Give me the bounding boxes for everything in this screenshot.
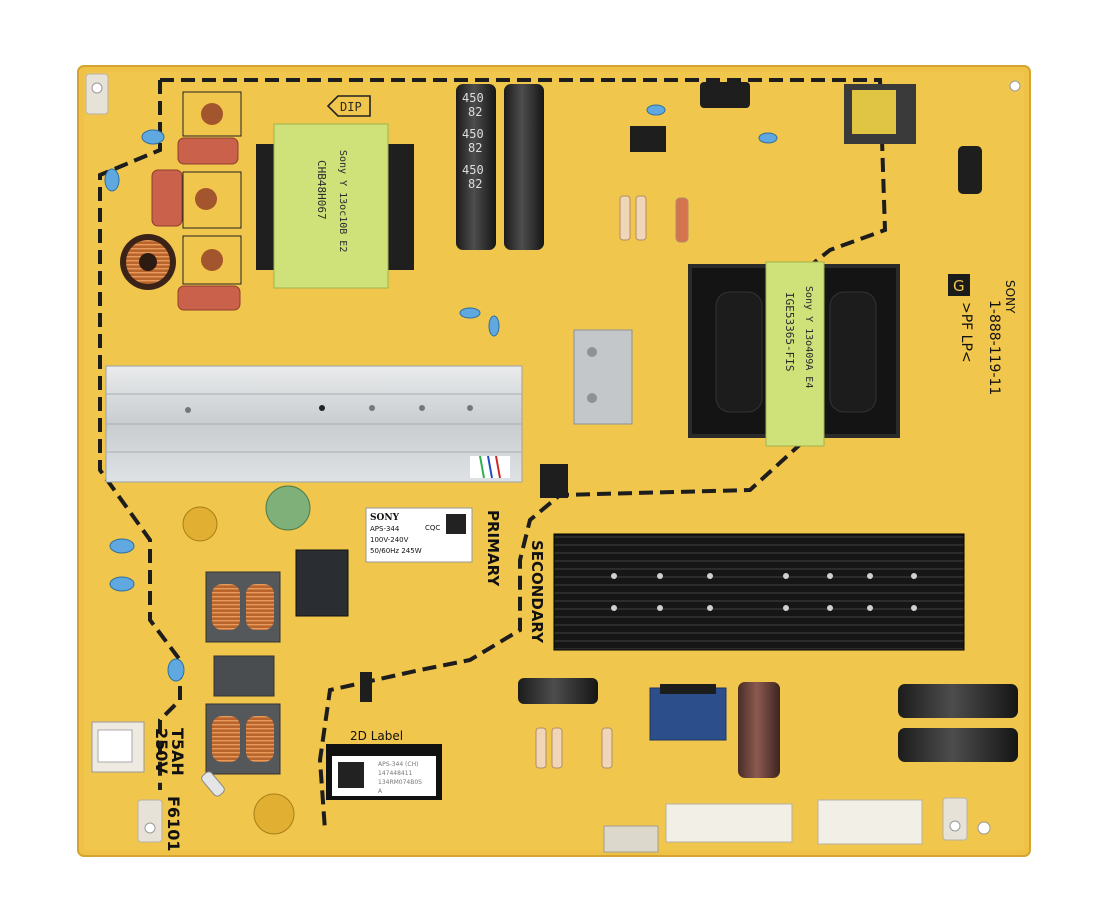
fuse-rating-line1: T5AH — [168, 728, 187, 776]
id-label: 2D Label APS-344 (CH) 147448411 134RM074… — [326, 729, 442, 800]
svg-text:APS-344 (CH): APS-344 (CH) — [378, 761, 418, 768]
dip-marking: DIP — [326, 95, 371, 117]
thermistor — [182, 485, 311, 835]
svg-text:G: G — [953, 277, 965, 295]
board-part-number: SONY G 1-888-119-11 >PF LP< — [948, 274, 1017, 395]
svg-text:50/60Hz 245W: 50/60Hz 245W — [370, 547, 422, 555]
svg-text:APS-344: APS-344 — [370, 525, 400, 533]
svg-text:134RM074B0S: 134RM074B0S — [378, 779, 422, 786]
svg-text:147448411: 147448411 — [378, 770, 413, 777]
svg-text:82: 82 — [468, 141, 482, 155]
standby-transformer: IGE53365-FIS Sony Y 13o409A E4 — [688, 261, 900, 447]
svg-text:450: 450 — [462, 127, 484, 141]
bulk-capacitor: 450 82 450 82 450 82 — [456, 84, 544, 250]
svg-text:Sony Y 13oc10B E2: Sony Y 13oc10B E2 — [337, 150, 348, 252]
fuse — [201, 771, 225, 797]
svg-text:1-888-119-11: 1-888-119-11 — [986, 300, 1002, 395]
svg-text:DIP: DIP — [340, 100, 362, 114]
svg-text:82: 82 — [468, 177, 482, 191]
svg-text:450: 450 — [462, 91, 484, 105]
svg-text:Sony Y 13o409A E4: Sony Y 13o409A E4 — [803, 286, 814, 388]
fuse-rating-line2: 250V — [152, 728, 171, 774]
svg-text:SONY: SONY — [370, 513, 400, 523]
secondary-heatsink — [553, 533, 965, 651]
integrated-circuit — [360, 82, 982, 702]
relay — [295, 549, 349, 617]
output-capacitor — [518, 678, 1018, 778]
svg-text:A: A — [378, 788, 383, 795]
secondary-label: SECONDARY — [528, 540, 546, 644]
mounting-tab — [85, 73, 1021, 843]
input-connector — [91, 721, 145, 773]
resistor — [535, 195, 689, 769]
output-connector — [603, 799, 923, 853]
main-transformer: CHB48H067 Sony Y 13oc10B E2 — [256, 123, 414, 289]
metal-bracket — [573, 329, 633, 425]
toroid-inductor — [120, 234, 176, 290]
y-capacitor — [104, 104, 778, 682]
svg-text:SONY: SONY — [1003, 280, 1017, 314]
svg-text:2D Label: 2D Label — [350, 729, 403, 743]
svg-text:IGE53365-FIS: IGE53365-FIS — [783, 292, 796, 371]
svg-text:>PF LP<: >PF LP< — [958, 302, 974, 363]
rating-label: SONY APS-344 100V-240V 50/60Hz 245W CQC — [365, 507, 473, 563]
isolation-boundary-line — [98, 78, 888, 831]
primary-heatsink — [105, 365, 523, 483]
primary-label: PRIMARY — [484, 510, 502, 587]
x-capacitor — [151, 91, 242, 311]
svg-text:82: 82 — [468, 105, 482, 119]
svg-text:CHB48H067: CHB48H067 — [315, 160, 328, 220]
fuse-reference: F6101 — [164, 796, 183, 851]
common-mode-choke — [205, 571, 281, 775]
svg-text:100V-240V: 100V-240V — [370, 536, 409, 544]
small-transformer — [649, 684, 727, 741]
svg-text:CQC: CQC — [425, 524, 440, 532]
svg-text:450: 450 — [462, 163, 484, 177]
